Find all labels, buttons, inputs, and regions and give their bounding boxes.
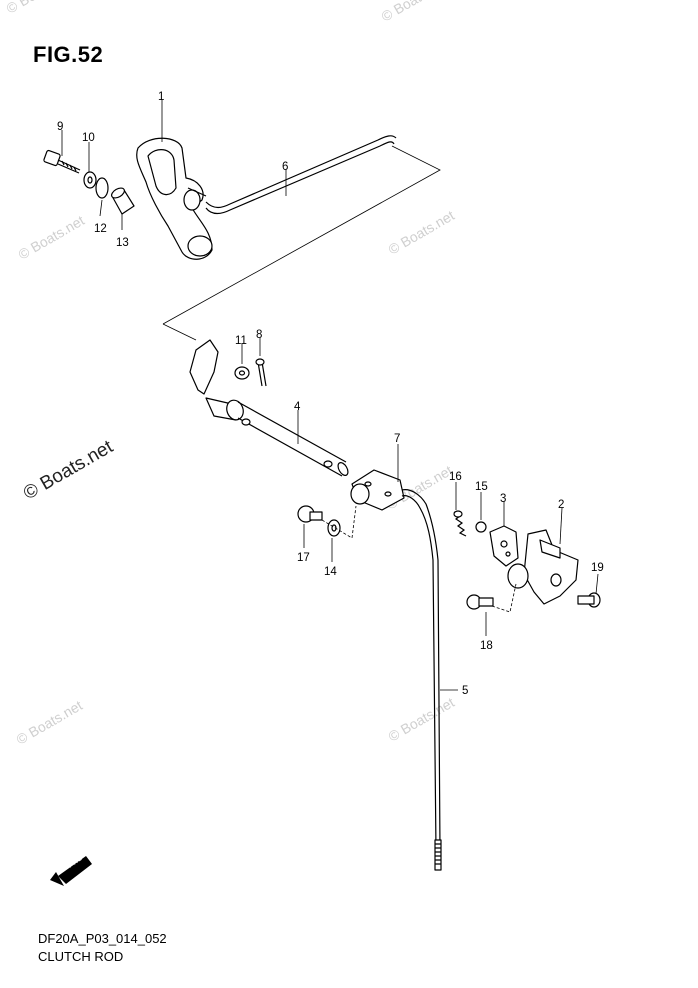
watermark-4: © Boats.net [386, 207, 458, 258]
rod-part-6 [205, 135, 397, 215]
shaft-part-4 [189, 339, 349, 477]
figure-name: CLUTCH ROD [38, 949, 124, 964]
part-label-8: 8 [256, 329, 262, 341]
lever-part-1 [136, 137, 213, 260]
plate-part-3 [489, 525, 519, 567]
part-label-9: 9 [57, 121, 63, 133]
screw-part-19 [577, 592, 601, 608]
bolt-part-17 [297, 505, 323, 523]
part-label-5: 5 [462, 685, 468, 697]
leader-lines [61, 100, 599, 691]
part-label-13: 13 [116, 237, 129, 249]
part-number-labels: 1 2 3 4 5 6 7 8 9 10 11 12 13 14 15 16 1… [57, 91, 604, 697]
part-label-3: 3 [500, 493, 506, 505]
part-label-6: 6 [282, 161, 288, 173]
rod-part-5 [401, 489, 442, 871]
part-label-10: 10 [82, 132, 95, 144]
fwd-arrow-icon: FWD [50, 855, 92, 886]
watermark-2: © Boats.net [379, 0, 451, 25]
figure-title: FIG.52 [33, 42, 104, 67]
part-label-19: 19 [591, 562, 604, 574]
washer-part-11 [234, 366, 250, 380]
joint-part-7 [350, 469, 405, 511]
figure-code: DF20A_P03_014_052 [38, 931, 167, 946]
part-label-17: 17 [297, 552, 310, 564]
leader-18 [491, 583, 517, 613]
cotter-pin-part-8 [255, 358, 267, 387]
part-label-2: 2 [558, 499, 564, 511]
assembly-connection-line [162, 145, 441, 325]
part-label-18: 18 [480, 640, 493, 652]
part-label-1: 1 [158, 91, 164, 103]
ball-part-15 [475, 521, 487, 533]
washer-part-10 [83, 171, 97, 189]
part-label-7: 7 [394, 433, 400, 445]
oring-part-12 [95, 177, 109, 199]
assembly-connection-line-2 [162, 323, 197, 341]
bushing-part-13 [111, 187, 135, 215]
leader-14-17 [321, 505, 357, 539]
bracket-part-2 [507, 529, 579, 605]
watermark-7: © Boats.net [386, 694, 458, 745]
bolt-part-18 [466, 594, 494, 610]
washer-part-14 [327, 519, 341, 537]
part-label-16: 16 [449, 471, 462, 483]
watermark-main: © Boats.net [20, 436, 117, 504]
bolt-part-9 [43, 149, 81, 174]
part-label-15: 15 [475, 481, 488, 493]
part-label-14: 14 [324, 566, 337, 578]
watermark-3: © Boats.net [16, 212, 88, 263]
watermark-1: © Boats.net [4, 0, 76, 17]
part-label-11: 11 [235, 335, 247, 347]
watermark-6: © Boats.net [14, 697, 86, 748]
part-label-12: 12 [94, 223, 107, 235]
part-label-4: 4 [294, 401, 301, 413]
spring-part-16 [453, 510, 467, 537]
watermark-grid: © Boats.net © Boats.net © Boats.net © Bo… [4, 0, 458, 748]
